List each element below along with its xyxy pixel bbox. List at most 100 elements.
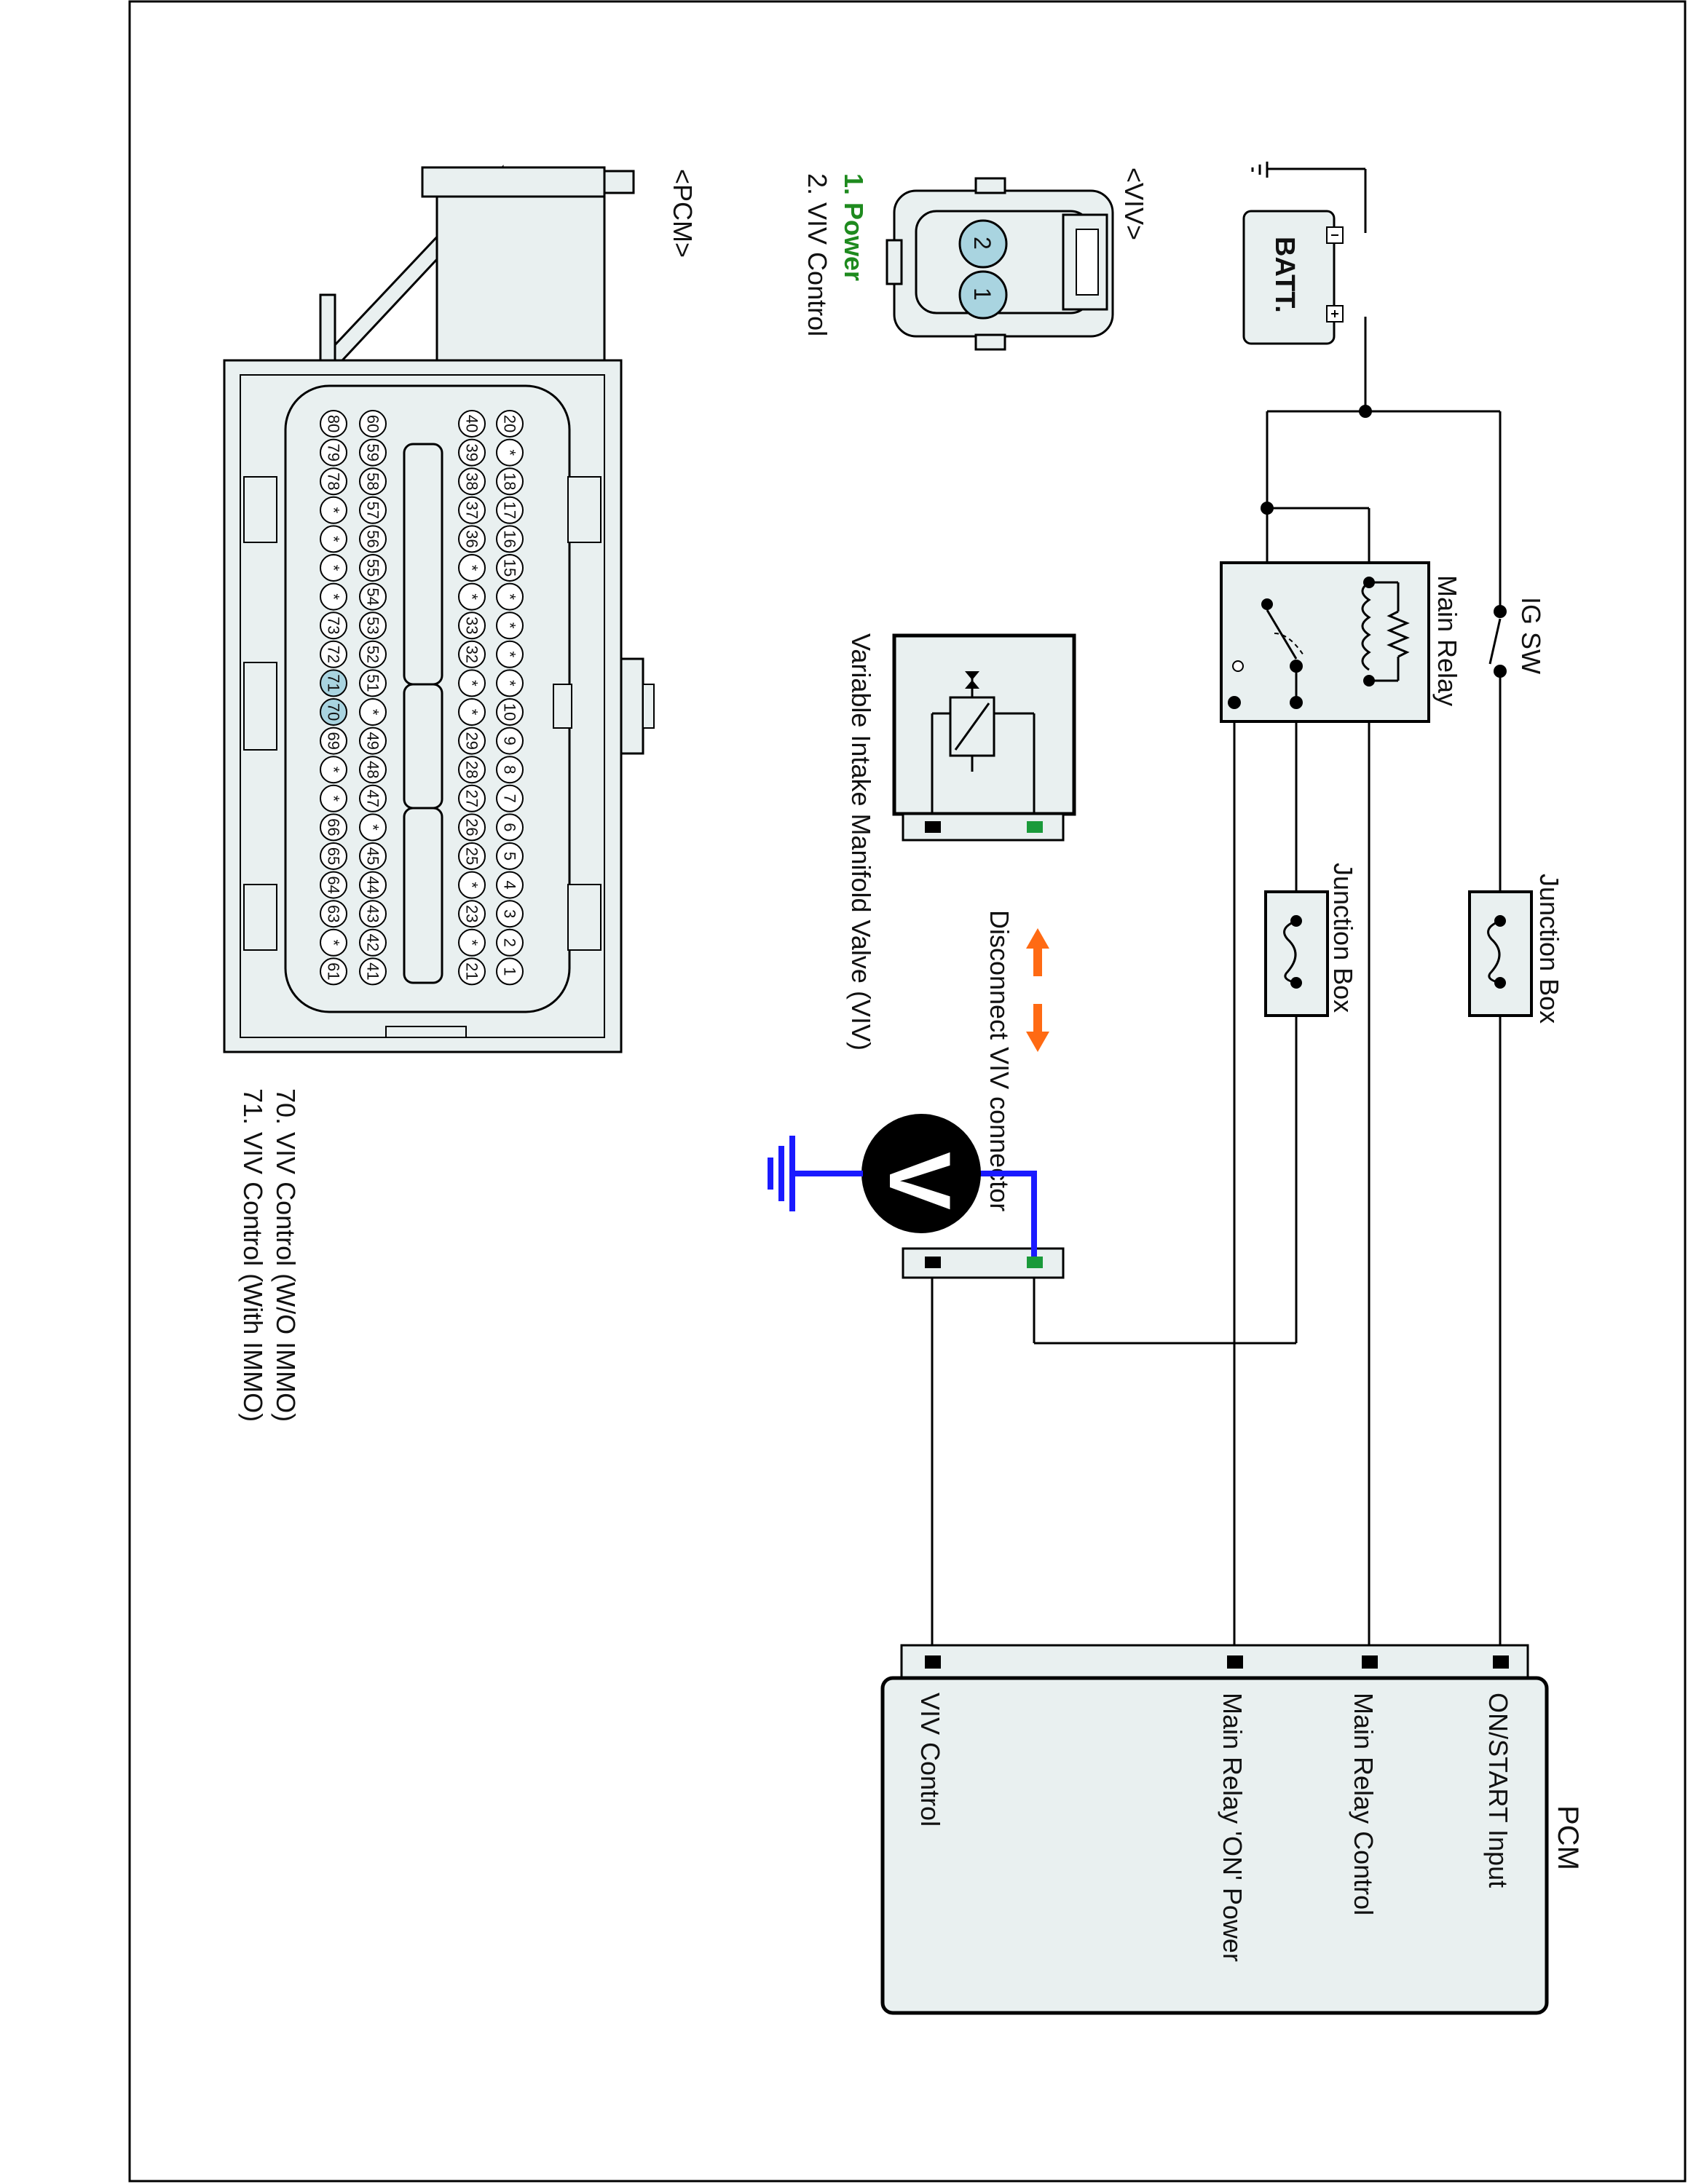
- pcm-pin-cavity: [458, 410, 486, 438]
- pcm-pin-cavity: [458, 928, 486, 957]
- pcm-pin-cavity: [359, 582, 387, 611]
- viv-connector-view: 2 1 <VIV> 1. Power 2. VIV Control: [802, 167, 1149, 351]
- pcm-pin-number: 3: [501, 909, 519, 918]
- pcm-pin-number: 79: [325, 443, 343, 461]
- pcm-pin-cavity: [359, 438, 387, 467]
- pcm-pin-number: 49: [364, 732, 382, 749]
- pcm-pin-cavity: [359, 698, 387, 726]
- pcm-pin-cavity: [496, 698, 524, 726]
- junction-box-2-label: Junction Box: [1328, 863, 1358, 1013]
- pcm-pin-number: 59: [364, 443, 382, 461]
- pcm-pin-cavity: [320, 813, 347, 842]
- pcm-pin-cavity: [496, 410, 524, 438]
- pcm-pin-number: 1: [501, 967, 519, 976]
- pcm-pin-on-start-input: ON/START Input: [1483, 1693, 1513, 1888]
- viv-cavity-2: 2: [969, 237, 995, 250]
- pcm-title: PCM: [1552, 1805, 1584, 1870]
- pcm-pin-cavity: [359, 410, 387, 438]
- pcm-unit: PCM ON/START Input Main Relay Control Ma…: [0, 0, 1584, 2015]
- pcm-pin-number: 21: [463, 962, 481, 980]
- pcm-pin-cavity: [359, 756, 387, 784]
- pcm-pin-number: *: [325, 593, 343, 600]
- pcm-connector-view: 20*18171615****109876543214039383736**33…: [223, 165, 698, 1422]
- pcm-pin-number: *: [325, 796, 343, 802]
- pcm-pin-cavity: [496, 467, 524, 496]
- pcm-pin-number: *: [463, 680, 481, 687]
- pcm-pin-cavity: [359, 669, 387, 697]
- pcm-pin-number: 16: [501, 530, 519, 547]
- pcm-pin-cavity: [320, 784, 347, 812]
- pcm-pin-number: 51: [364, 674, 382, 692]
- pcm-pin-cavity: [458, 612, 486, 640]
- viv-connector-title: <VIV>: [1119, 167, 1149, 240]
- pcm-note-70: 70. VIV Control (W/O IMMO): [271, 1088, 301, 1422]
- pcm-pin-number: *: [501, 449, 519, 456]
- viv-valve-label-1: Variable Intake Manifold Valve (VIV): [846, 633, 876, 1051]
- pcm-pin-number: *: [463, 593, 481, 600]
- pcm-pin-number: *: [463, 940, 481, 946]
- pcm-pin-number: 47: [364, 790, 382, 807]
- pcm-pin-number: 54: [364, 587, 382, 605]
- pcm-pin-number: 71: [325, 674, 343, 692]
- pcm-pin-cavity: [359, 871, 387, 899]
- pcm-pin-number: 38: [463, 472, 481, 490]
- pcm-pin-cavity: [496, 669, 524, 697]
- pcm-pin-number: *: [325, 565, 343, 571]
- junction-box-1: Junction Box: [1468, 874, 1564, 1024]
- pcm-pin-cavity: [320, 928, 347, 957]
- pcm-pin-number: 53: [364, 617, 382, 634]
- pcm-pin-cavity: [359, 467, 387, 496]
- pcm-pin-number: 10: [501, 703, 519, 721]
- pcm-pin-number: 41: [364, 962, 382, 980]
- main-relay-label: Main Relay: [1432, 575, 1462, 706]
- pcm-pin-cavity: [496, 813, 524, 842]
- pcm-pin-number: *: [463, 565, 481, 571]
- pcm-pin-number: 57: [364, 502, 382, 519]
- pcm-pin-cavity: [320, 582, 347, 611]
- pcm-pin-cavity: [458, 698, 486, 726]
- pcm-pin-number: 80: [325, 415, 343, 432]
- pcm-pin-cavity: [320, 467, 347, 496]
- pcm-pin-cavity: [496, 756, 524, 784]
- pcm-pin-number: 42: [364, 934, 382, 951]
- pcm-note-71: 71. VIV Control (With IMMO): [238, 1088, 268, 1422]
- pcm-pin-cavity: [458, 582, 486, 611]
- pcm-pin-cavity: [320, 698, 347, 726]
- pcm-pin-cavity: [496, 496, 524, 524]
- pcm-pin-number: 17: [501, 502, 519, 519]
- pcm-pin-number: 70: [325, 703, 343, 721]
- pcm-pin-cavity: [496, 438, 524, 467]
- pcm-pin-cavity: [320, 640, 347, 668]
- pcm-pin-cavity: [320, 900, 347, 928]
- pcm-pin-cavity: [496, 784, 524, 812]
- pcm-pin-number: 9: [501, 736, 519, 745]
- pcm-pin-number: 39: [463, 443, 481, 461]
- pcm-pin-number: *: [501, 622, 519, 629]
- pcm-pin-cavity: [320, 554, 347, 582]
- pcm-pin-number: 29: [463, 732, 481, 749]
- pcm-pin-cavity: [496, 582, 524, 611]
- pcm-pin-number: 15: [501, 559, 519, 577]
- viv-cavity-1: 1: [969, 288, 995, 301]
- pcm-pin-number: 18: [501, 472, 519, 490]
- pcm-connector-title: <PCM>: [668, 169, 698, 258]
- pcm-pin-number: 23: [463, 905, 481, 922]
- pcm-pin-cavity: [320, 496, 347, 524]
- pcm-pin-number: 55: [364, 559, 382, 577]
- pcm-pin-number: *: [364, 709, 382, 716]
- junction-box-2: Junction Box: [1264, 863, 1358, 1017]
- pcm-pin-number: 78: [325, 472, 343, 490]
- pcm-pin-number: *: [463, 709, 481, 716]
- pcm-pin-main-relay-on-power-wrap: [0, 0, 7, 7]
- pcm-pin-cavity: [359, 900, 387, 928]
- pcm-pin-cavity: [496, 640, 524, 668]
- viv-valve: Variable Intake Manifold Valve (VIV): [846, 633, 1076, 1051]
- pcm-pin-cavity: [320, 957, 347, 986]
- pcm-pin-number: *: [501, 593, 519, 600]
- pcm-pin-cavity: [458, 554, 486, 582]
- pcm-pin-number: 27: [463, 790, 481, 807]
- pcm-pin-cavity: [496, 727, 524, 755]
- pcm-pin-main-relay-on-power: Main Relay 'ON' Power: [1218, 1693, 1247, 1962]
- pcm-pin-cavity: [496, 612, 524, 640]
